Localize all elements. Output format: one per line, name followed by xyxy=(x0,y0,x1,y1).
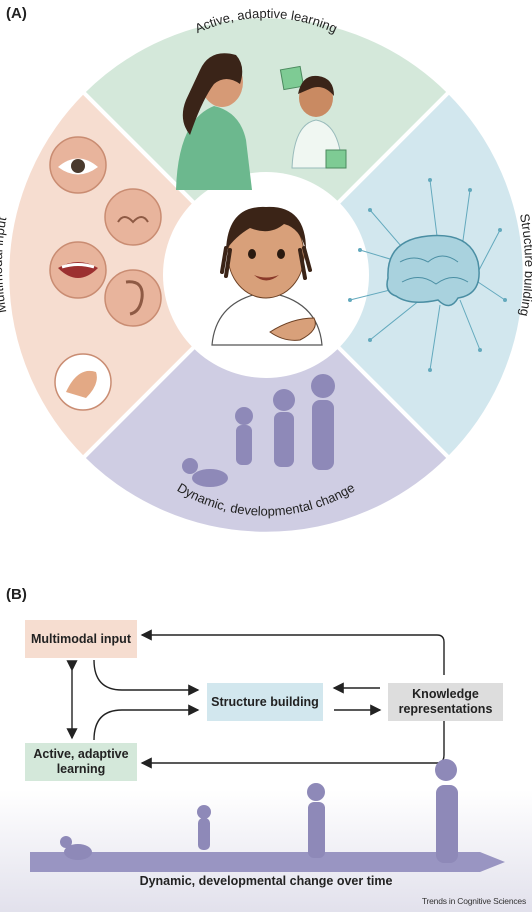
nose-icon xyxy=(104,188,162,246)
eye-icon xyxy=(49,136,107,194)
panel-a-figure: Active, adaptive learning Dynamic, devel… xyxy=(0,6,532,536)
panel-a-label: (A) xyxy=(6,5,27,22)
panel-b-label: (B) xyxy=(6,586,27,603)
timeline-silhouettes xyxy=(60,759,458,863)
child-silhouettes xyxy=(182,374,335,487)
sector-title-right: Structure building xyxy=(517,212,532,317)
timeline-arrow xyxy=(30,852,505,872)
brain-icon xyxy=(348,178,507,372)
box-structure-building: Structure building xyxy=(207,683,323,721)
sector-active-learning xyxy=(80,14,452,278)
child-face-icon xyxy=(211,206,323,346)
arrow-multimodal-to-structure xyxy=(93,659,200,696)
sector-title-left: Multimodal input xyxy=(0,215,9,314)
journal-credit: Trends in Cognitive Sciences xyxy=(421,896,526,906)
svg-text:Structure building: Structure building xyxy=(517,212,532,317)
mother-child-illustration xyxy=(176,53,347,190)
arrow-knowledge-to-multimodal xyxy=(140,629,445,675)
sector-developmental-change xyxy=(80,272,452,536)
arrow-knowledge-to-active xyxy=(140,720,445,769)
panel-b-figure xyxy=(0,629,532,912)
hand-touch-icon xyxy=(54,353,112,411)
svg-text:Multimodal input: Multimodal input xyxy=(0,215,9,314)
box-multimodal-input: Multimodal input xyxy=(25,620,137,658)
box-knowledge-representations: Knowledge representations xyxy=(388,683,503,721)
arrow-active-to-structure xyxy=(93,704,200,741)
mouth-icon xyxy=(49,241,107,299)
timeline-label: Dynamic, developmental change over time xyxy=(139,873,393,888)
ear-icon xyxy=(104,269,162,327)
box-active-learning: Active, adaptive learning xyxy=(25,743,137,781)
